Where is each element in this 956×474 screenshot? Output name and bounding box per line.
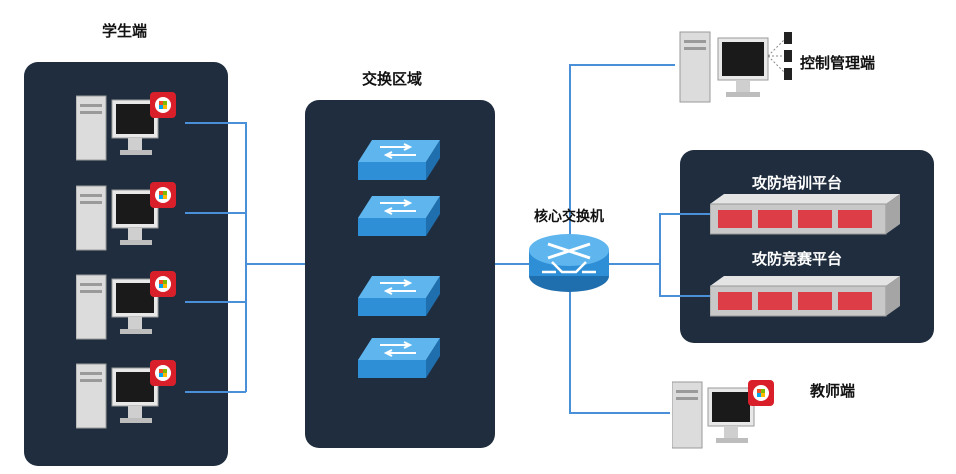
computer-icon bbox=[76, 182, 176, 251]
computer-icon bbox=[672, 380, 774, 449]
switch-1 bbox=[358, 140, 440, 180]
teacher-computer bbox=[672, 380, 774, 449]
switch-2 bbox=[358, 196, 440, 236]
server-icon bbox=[710, 276, 900, 317]
network-nodes-icon bbox=[767, 32, 792, 80]
computer-icon bbox=[76, 271, 176, 340]
student-computer-1 bbox=[76, 92, 176, 161]
competition-server bbox=[710, 276, 900, 317]
router-icon bbox=[529, 234, 609, 292]
control-label: 控制管理端 bbox=[800, 54, 876, 72]
teacher-label: 教师端 bbox=[810, 382, 856, 400]
computer-icon bbox=[76, 360, 176, 429]
switch-icon bbox=[358, 276, 440, 316]
computer-icon bbox=[76, 92, 176, 161]
competition-label: 攻防竞赛平台 bbox=[752, 250, 843, 268]
student-computer-4 bbox=[76, 360, 176, 429]
control-computer bbox=[679, 31, 792, 103]
student-computer-2 bbox=[76, 182, 176, 251]
exchange-zone-label: 交换区域 bbox=[362, 70, 423, 88]
switch-4 bbox=[358, 338, 440, 378]
training-label: 攻防培训平台 bbox=[752, 174, 843, 192]
student-computer-3 bbox=[76, 271, 176, 340]
server-icon bbox=[710, 194, 900, 235]
wire-student-1 bbox=[185, 122, 247, 392]
training-server bbox=[710, 194, 900, 235]
core-switch-label: 核心交换机 bbox=[534, 209, 604, 225]
switch-icon bbox=[358, 338, 440, 378]
core-switch bbox=[529, 234, 609, 292]
wire-core-to-control bbox=[569, 64, 675, 240]
switch-3 bbox=[358, 276, 440, 316]
switch-icon bbox=[358, 196, 440, 236]
switch-icon bbox=[358, 140, 440, 180]
wire-core-to-teacher bbox=[569, 290, 670, 414]
students-label: 学生端 bbox=[102, 22, 148, 40]
computer-icon bbox=[679, 31, 769, 103]
wire-to-competition bbox=[659, 264, 712, 297]
wire-to-training bbox=[659, 213, 712, 264]
